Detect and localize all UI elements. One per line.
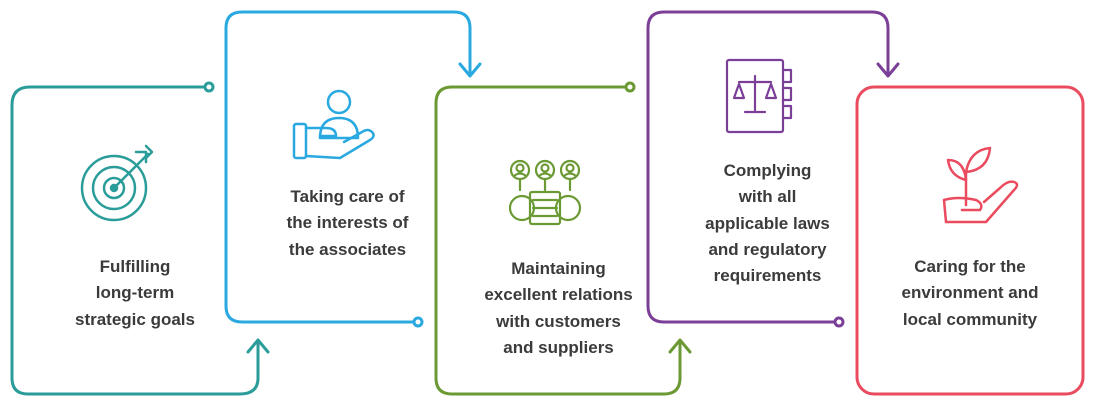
- step-5-line: Caring for the: [914, 257, 1026, 276]
- step-2-label: Taking care of the interests of the asso…: [245, 184, 450, 263]
- step-5-label: Caring for the environment and local com…: [865, 254, 1075, 333]
- step-2-line: the associates: [288, 239, 407, 259]
- step-5-line: local community: [902, 309, 1038, 329]
- hand-person-icon: [292, 89, 375, 160]
- step-4-line: and regulatory: [708, 240, 827, 260]
- step-4-frame: [646, 10, 900, 328]
- step-3-label: Maintaining excellent relations with cus…: [446, 256, 671, 361]
- step-2-frame: [224, 10, 482, 328]
- target-icon: [80, 144, 154, 222]
- step-3-line: with customers: [496, 311, 621, 331]
- step-1-line: long-term: [95, 283, 175, 303]
- step-5-line: environment and: [901, 283, 1039, 303]
- people-gears-icon: [508, 159, 582, 226]
- step-5-frame: [855, 85, 1085, 396]
- step-3-line: Maintaining: [511, 259, 606, 278]
- step-4-line: Complying: [723, 161, 812, 180]
- step-4-line: requirements: [713, 266, 822, 286]
- law-book-icon: [725, 58, 793, 134]
- step-4-label: Complying with all applicable laws and r…: [660, 158, 875, 290]
- step-1-label: Fulfilling long-term strategic goals: [40, 254, 230, 333]
- step-1-frame: [10, 81, 270, 396]
- plant-hand-icon: [942, 146, 1019, 224]
- step-2-line: the interests of: [286, 213, 409, 233]
- step-4-line: with all: [738, 187, 797, 207]
- step-3-line: and suppliers: [503, 338, 614, 358]
- step-3-line: excellent relations: [484, 285, 633, 305]
- step-2-line: Taking care of: [290, 187, 405, 206]
- step-1-line: strategic goals: [75, 309, 195, 329]
- step-4-line: applicable laws: [705, 213, 830, 233]
- step-1-line: Fulfilling: [99, 257, 171, 276]
- step-3-frame: [434, 81, 692, 396]
